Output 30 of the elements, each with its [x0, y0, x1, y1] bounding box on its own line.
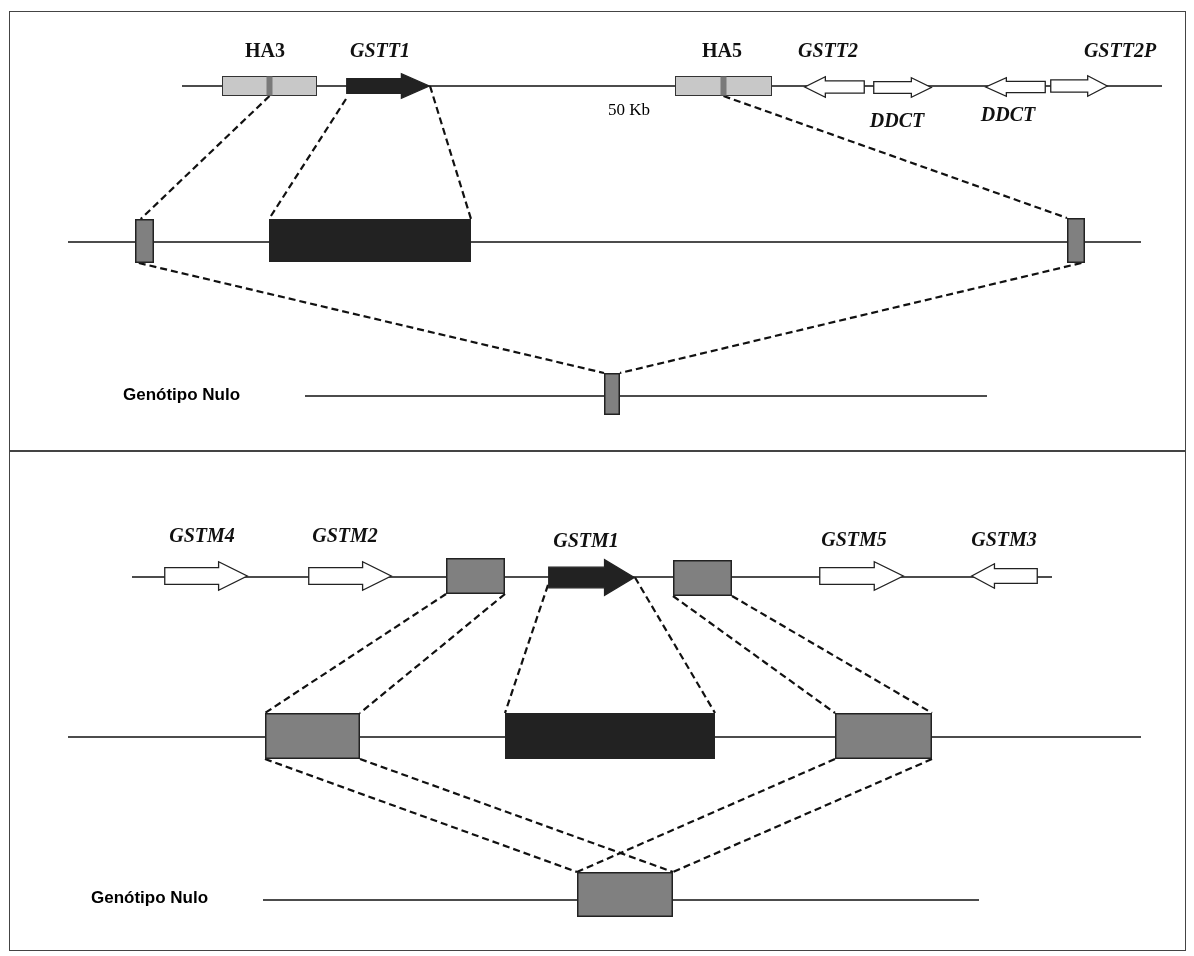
dashed-line	[731, 595, 933, 714]
dashed-line	[723, 94, 1068, 220]
row-label: Genótipo Nulo	[91, 888, 209, 908]
dashed-line	[264, 593, 447, 714]
gene-label: DDCT	[869, 109, 925, 131]
gene-label: GSTT2P	[1083, 39, 1157, 61]
gene-label: GSTT2	[798, 39, 858, 61]
dashed-line	[359, 593, 506, 714]
gene-label: GSTT1	[350, 39, 410, 61]
gene-label: HA5	[702, 39, 742, 61]
gene-label: GSTM4	[169, 524, 235, 546]
dashed-line	[619, 261, 1082, 375]
dashed-line	[428, 85, 473, 220]
dashed-line	[359, 757, 674, 874]
dashed-line	[672, 595, 836, 714]
gene-label: HA3	[245, 39, 285, 61]
dashed-line	[576, 758, 836, 873]
dashed-line	[503, 584, 550, 714]
gene-label: GSTM3	[971, 528, 1037, 550]
gene-label: GSTM5	[821, 528, 887, 550]
gene-label: GSTM2	[312, 524, 378, 546]
dashed-line	[634, 576, 716, 714]
gene-label: GSTM1	[553, 529, 619, 551]
row-label: Genótipo Nulo	[123, 385, 241, 405]
scale-label: 50 Kb	[608, 100, 651, 120]
dashed-line	[139, 95, 271, 220]
gene-label: DDCT	[980, 103, 1036, 125]
dashed-line	[138, 261, 605, 375]
dashed-line	[672, 758, 933, 873]
dashed-line	[264, 757, 578, 874]
